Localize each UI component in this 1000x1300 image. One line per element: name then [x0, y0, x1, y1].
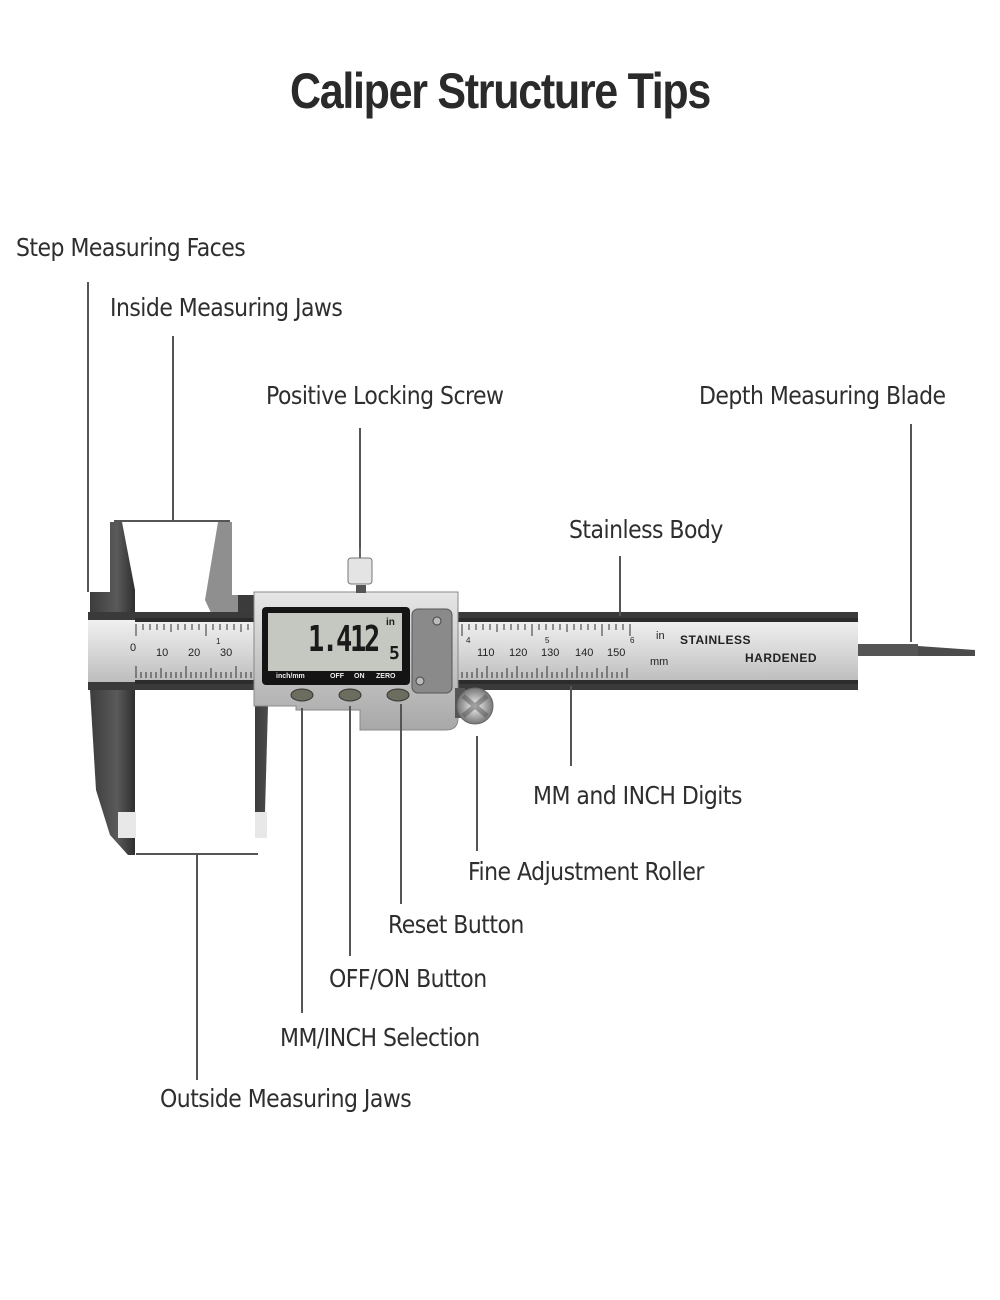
mm-tick-20: 20: [188, 647, 201, 659]
step-faces-leader: [87, 282, 89, 592]
inside-jaws-leader: [172, 336, 174, 520]
mm-tick-10: 10: [156, 647, 169, 659]
body-text-stainless: STAINLESS: [680, 633, 751, 647]
inside-jaws-bracket: [114, 520, 230, 522]
inch-mm-label: inch/mm: [276, 673, 305, 680]
roller-leader: [476, 736, 478, 851]
inch-tick-4: 4: [466, 636, 471, 645]
on-label: ON: [354, 673, 365, 680]
label-depth-measuring-blade: Depth Measuring Blade: [699, 381, 946, 410]
fine-adjustment-roller[interactable]: [457, 688, 493, 724]
label-fine-adjustment-roller: Fine Adjustment Roller: [468, 857, 704, 886]
off-label: OFF: [330, 673, 344, 680]
button-labels: inch/mm OFF ON ZERO: [276, 673, 406, 683]
inch-tick-1: 1: [216, 637, 221, 646]
mm-tick-150: 150: [607, 647, 626, 659]
unit-mm: mm: [650, 656, 669, 668]
locking-screw[interactable]: [348, 558, 372, 584]
mm-inch-leader: [301, 708, 303, 1013]
reset-leader: [400, 704, 402, 904]
off-on-button[interactable]: [339, 689, 361, 701]
label-mm-inch-selection: MM/INCH Selection: [280, 1023, 480, 1052]
unit-in: in: [656, 630, 665, 642]
stainless-body-leader: [619, 556, 621, 616]
digits-leader: [570, 686, 572, 766]
mm-tick-30: 30: [220, 647, 233, 659]
inch-tick-5: 5: [545, 636, 550, 645]
lcd-display: 1.412 in 5: [268, 613, 402, 671]
label-off-on-button: OFF/ON Button: [329, 964, 487, 993]
reset-button[interactable]: [387, 689, 409, 701]
body-text-hardened: HARDENED: [745, 651, 818, 665]
mm-tick-130: 130: [541, 647, 560, 659]
page-title: Caliper Structure Tips: [289, 63, 711, 119]
lcd-fraction: 5: [389, 643, 400, 664]
locking-screw-leader: [359, 428, 361, 548]
label-outside-measuring-jaws: Outside Measuring Jaws: [160, 1084, 412, 1113]
mm-tick-120: 120: [509, 647, 528, 659]
label-mm-inch-digits: MM and INCH Digits: [533, 781, 742, 810]
inch-tick-6: 6: [630, 636, 635, 645]
depth-blade-leader: [910, 424, 912, 642]
label-stainless-body: Stainless Body: [569, 515, 723, 544]
inside-jaw-fixed: [90, 522, 135, 615]
mm-inch-selection-button[interactable]: [291, 689, 313, 701]
mm-tick-140: 140: [575, 647, 594, 659]
off-on-leader: [349, 706, 351, 956]
lcd-reading: 1.412: [308, 619, 380, 660]
label-inside-measuring-jaws: Inside Measuring Jaws: [110, 293, 343, 322]
mm-tick-110: 110: [477, 647, 495, 659]
label-positive-locking-screw: Positive Locking Screw: [266, 381, 504, 410]
mm-tick-0: 0: [130, 642, 137, 654]
label-reset-button: Reset Button: [388, 910, 524, 939]
lcd-unit: in: [386, 617, 395, 628]
outside-jaws-leader: [196, 853, 198, 1080]
label-step-measuring-faces: Step Measuring Faces: [16, 233, 246, 262]
zero-label: ZERO: [376, 673, 396, 680]
